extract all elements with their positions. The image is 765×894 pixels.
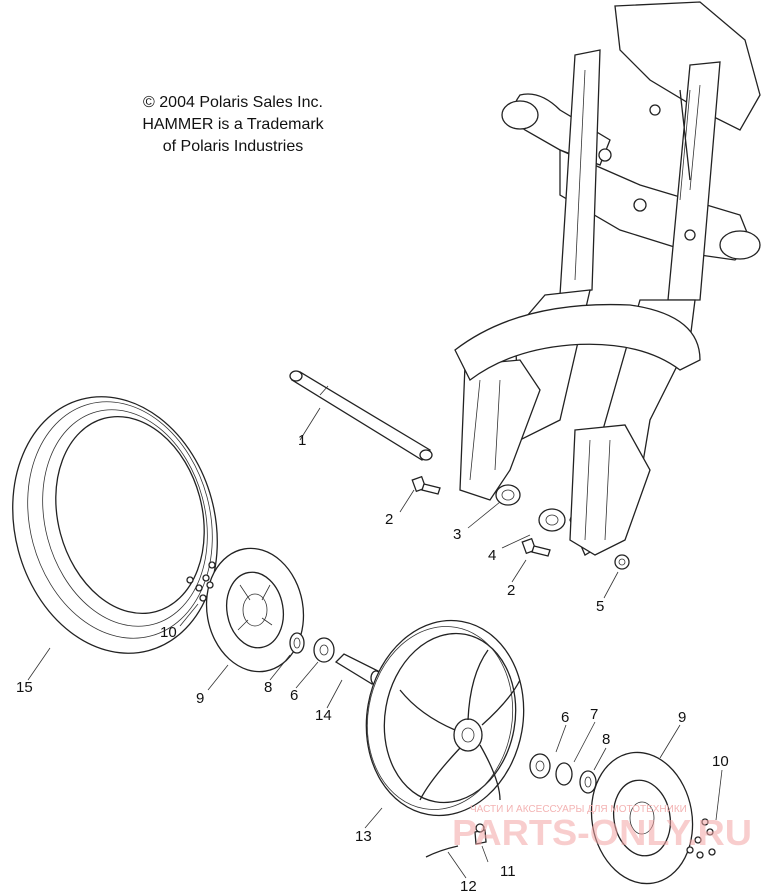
- seal-right: [579, 770, 597, 794]
- rotor-bolts-left: [186, 561, 216, 602]
- callout-12: 12: [460, 878, 477, 894]
- callout-9-right: 9: [678, 709, 686, 726]
- callout-14: 14: [315, 707, 332, 724]
- brake-rotor-left: [205, 547, 305, 673]
- rotor-bolts-right: [686, 818, 716, 859]
- callout-15: 15: [16, 679, 33, 696]
- wheel-rim: [365, 619, 525, 817]
- callout-5: 5: [596, 598, 604, 615]
- pinch-bolt-upper: [411, 475, 441, 495]
- callout-6-right: 6: [561, 709, 569, 726]
- front-axle: [289, 370, 433, 461]
- copyright-line-2: HAMMER is a Trademark: [142, 116, 324, 133]
- valve-stem: [474, 823, 487, 845]
- front-fork-assembly: [454, 1, 761, 556]
- copyright-line-1: © 2004 Polaris Sales Inc.: [143, 94, 323, 111]
- callout-6-left: 6: [290, 687, 298, 704]
- watermark-logo: PARTS-ONLY.RU: [452, 812, 752, 853]
- callout-10-left: 10: [160, 624, 177, 641]
- balance-weight-strip: [425, 845, 459, 858]
- callout-2-lower: 2: [507, 582, 515, 599]
- callout-11: 11: [500, 863, 516, 880]
- callout-8-left: 8: [264, 679, 272, 696]
- bearing-left: [313, 637, 335, 663]
- callout-7: 7: [590, 706, 598, 723]
- callout-3: 3: [453, 526, 461, 543]
- copyright-line-3: of Polaris Industries: [162, 138, 304, 155]
- bearing-right: [529, 753, 551, 779]
- callout-2-upper: 2: [385, 511, 393, 528]
- callout-10-right: 10: [712, 753, 729, 770]
- tire: [12, 396, 218, 654]
- leader-lines: [27, 407, 723, 879]
- callout-1: 1: [298, 432, 306, 449]
- callout-13: 13: [355, 828, 372, 845]
- callout-9-left: 9: [196, 690, 204, 707]
- watermark-tagline: ЧАСТИ И АКСЕССУАРЫ ДЛЯ МОТОТЕХНИКИ: [470, 804, 687, 815]
- brake-rotor-right: [590, 751, 694, 885]
- spacer-right: [538, 508, 566, 532]
- copyright-notice: © 2004 Polaris Sales Inc. HAMMER is a Tr…: [118, 92, 348, 158]
- seal-left: [289, 632, 305, 654]
- spacer-left: [495, 484, 521, 506]
- hub-spacer: [334, 653, 382, 686]
- snap-ring: [555, 762, 573, 786]
- callout-8-right: 8: [602, 731, 610, 748]
- pinch-bolt-lower: [521, 537, 551, 557]
- callout-4: 4: [488, 547, 496, 564]
- axle-nut: [614, 554, 630, 570]
